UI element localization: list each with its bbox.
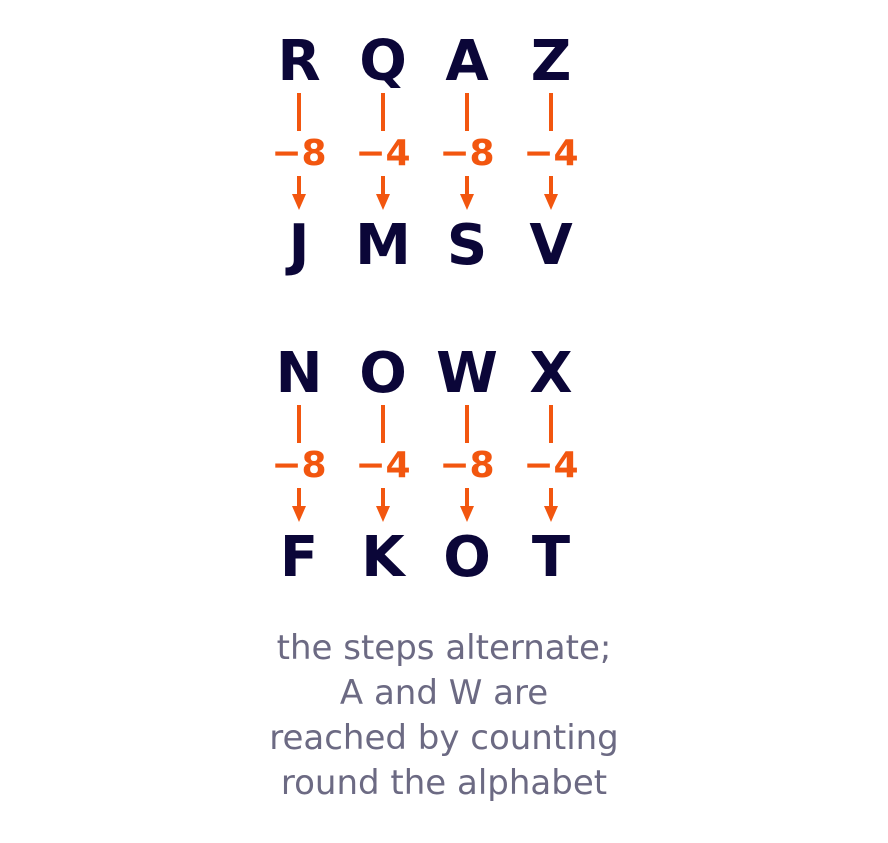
result-letter: F	[279, 525, 319, 590]
down-arrow-icon	[376, 176, 390, 210]
source-letter: Z	[530, 29, 572, 94]
caption-line: round the alphabet	[280, 763, 608, 803]
down-arrow-icon	[460, 176, 474, 210]
connector-line	[549, 93, 553, 131]
step-label: −8	[439, 133, 495, 174]
source-letter: R	[277, 29, 321, 94]
connector-line	[465, 93, 469, 131]
step-label: −4	[523, 445, 579, 486]
down-arrow-icon	[544, 176, 558, 210]
step-label: −4	[355, 445, 411, 486]
down-arrow-icon	[544, 488, 558, 522]
down-arrow-icon	[460, 488, 474, 522]
step-label: −8	[439, 445, 495, 486]
caption-line: A and W are	[339, 673, 549, 713]
result-letter: M	[355, 213, 411, 278]
source-letter: X	[529, 341, 573, 406]
down-arrow-icon	[292, 176, 306, 210]
step-label: −4	[355, 133, 411, 174]
source-letter: O	[359, 341, 407, 406]
result-letter: V	[529, 213, 573, 278]
result-letter: T	[531, 525, 571, 590]
connector-line	[465, 405, 469, 443]
source-letter: N	[275, 341, 323, 406]
caption-line: reached by counting	[269, 718, 619, 758]
step-label: −8	[271, 133, 327, 174]
result-letter: S	[446, 213, 488, 278]
source-letter: Q	[359, 29, 407, 94]
result-letter: J	[288, 213, 310, 278]
connector-line	[549, 405, 553, 443]
result-letter: K	[361, 525, 405, 590]
down-arrow-icon	[376, 488, 390, 522]
result-letter: O	[443, 525, 491, 590]
caption-line: the steps alternate;	[276, 628, 612, 668]
connector-line	[297, 405, 301, 443]
source-letter: A	[445, 29, 489, 94]
caption: the steps alternate; A and W are reached…	[244, 626, 644, 806]
step-label: −4	[523, 133, 579, 174]
connector-line	[381, 93, 385, 131]
connector-line	[297, 93, 301, 131]
down-arrow-icon	[292, 488, 306, 522]
source-letter: W	[436, 341, 498, 406]
step-label: −8	[271, 445, 327, 486]
connector-line	[381, 405, 385, 443]
